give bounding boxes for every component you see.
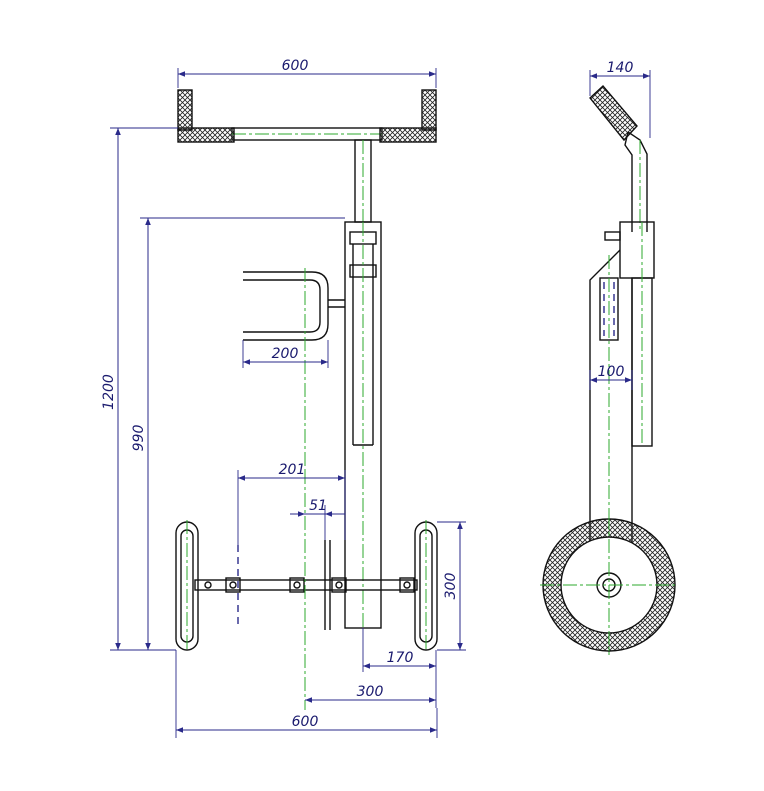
dimension-300-wheel: 300 xyxy=(437,521,466,651)
svg-text:1200: 1200 xyxy=(101,374,117,410)
main-tube xyxy=(344,221,382,629)
dimension-201: 201 xyxy=(237,462,346,545)
svg-text:300: 300 xyxy=(443,573,459,600)
side-wheel xyxy=(540,516,678,655)
dimension-600-bottom: 600 xyxy=(175,650,438,738)
front-view xyxy=(175,89,438,710)
svg-text:51: 51 xyxy=(309,498,327,514)
dimension-300-axle: 300 xyxy=(305,672,437,708)
dimension-170: 170 xyxy=(362,628,437,672)
dimension-200: 200 xyxy=(242,340,329,368)
left-grip xyxy=(177,127,235,143)
svg-text:201: 201 xyxy=(279,462,306,478)
svg-text:600: 600 xyxy=(292,714,319,730)
dimension-990: 990 xyxy=(131,217,345,650)
u-bracket xyxy=(243,268,345,470)
axle xyxy=(194,470,418,710)
side-view xyxy=(540,84,678,655)
svg-text:170: 170 xyxy=(387,650,414,666)
right-grip xyxy=(379,127,437,143)
dimension-140: 140 xyxy=(589,60,651,138)
svg-text:990: 990 xyxy=(131,425,147,452)
dimension-51: 51 xyxy=(290,498,345,540)
svg-text:300: 300 xyxy=(357,684,384,700)
left-wheel xyxy=(175,520,199,652)
dimension-100: 100 xyxy=(589,364,633,390)
svg-text:140: 140 xyxy=(607,60,634,76)
dimension-1200: 1200 xyxy=(101,127,178,651)
left-grip-end xyxy=(177,89,193,131)
dimension-600-top: 600 xyxy=(177,58,437,88)
upper-stem xyxy=(354,139,372,223)
svg-text:200: 200 xyxy=(272,346,299,362)
svg-text:100: 100 xyxy=(598,364,625,380)
svg-text:600: 600 xyxy=(282,58,309,74)
handle-bar xyxy=(177,89,437,143)
right-grip-end xyxy=(421,89,437,131)
side-handle xyxy=(589,84,648,232)
right-wheel xyxy=(414,520,438,652)
